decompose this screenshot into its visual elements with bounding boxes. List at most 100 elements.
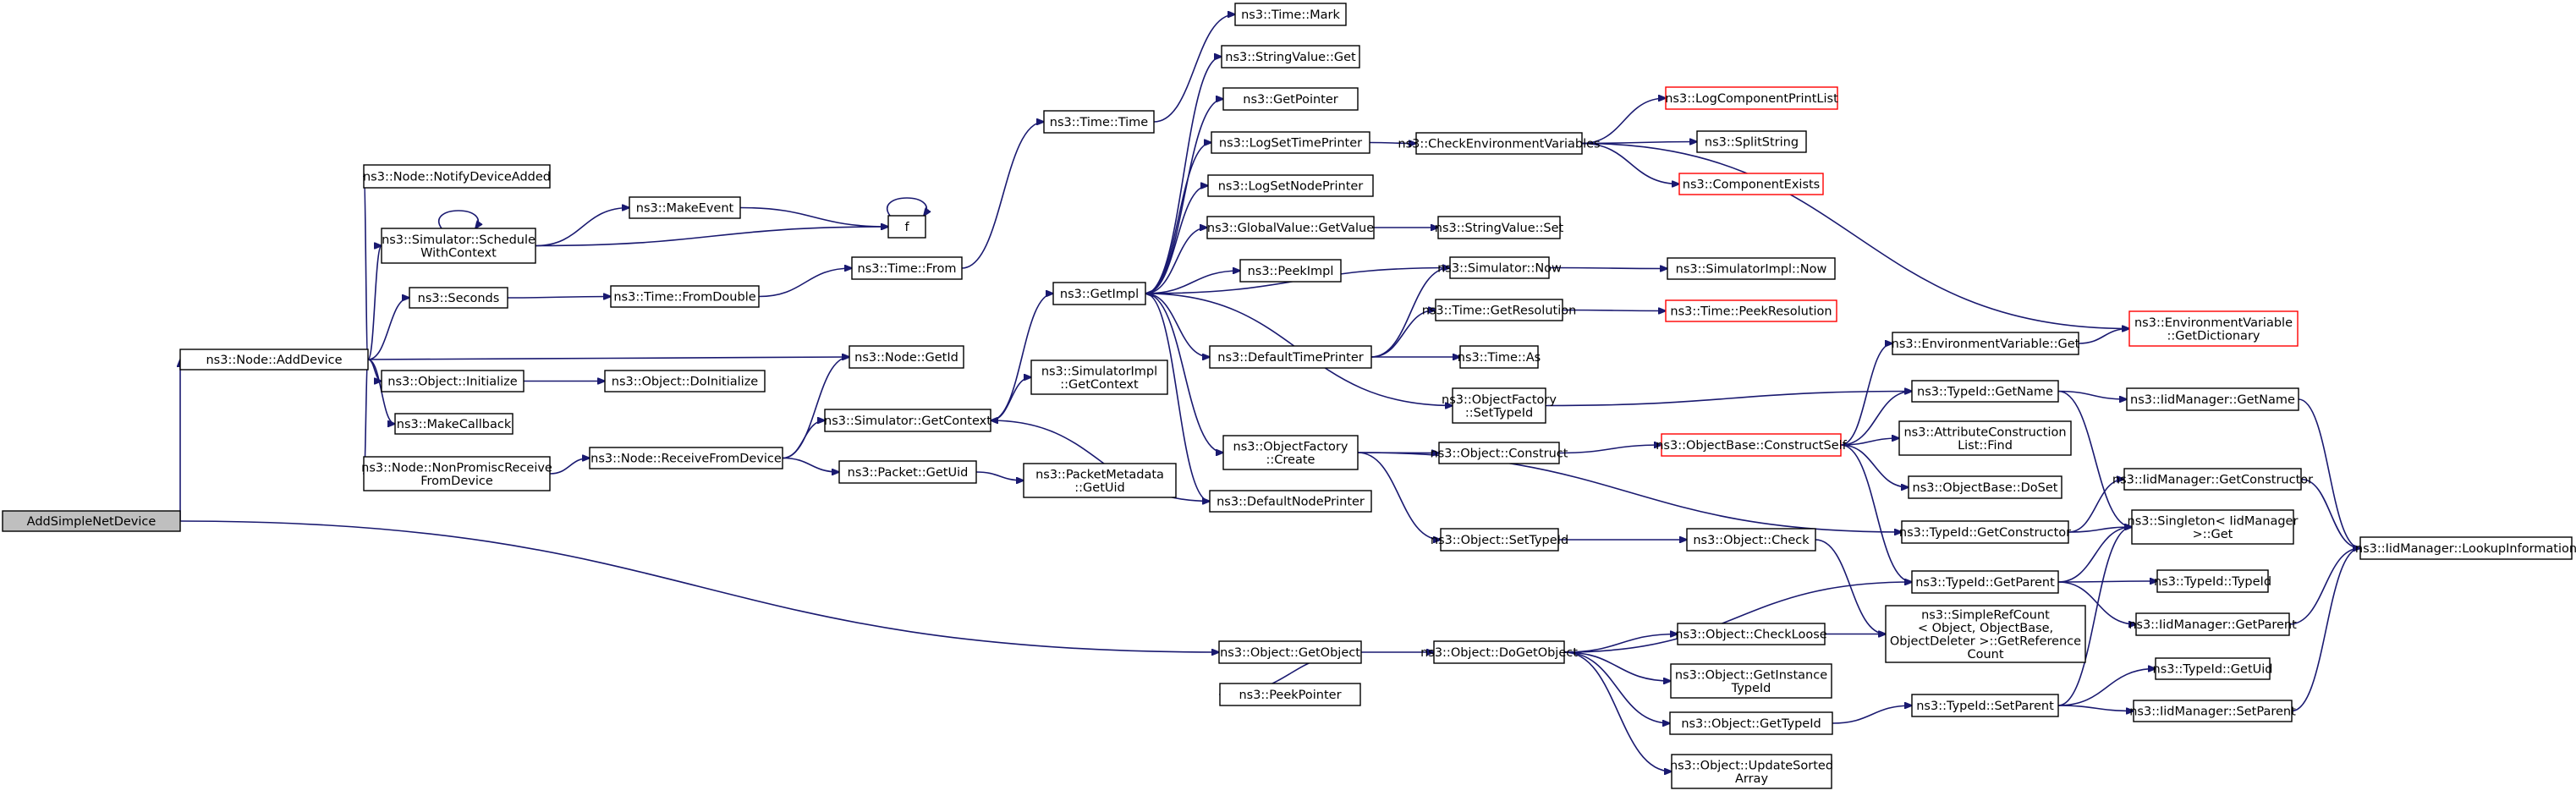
graph-node-defTimePrinter[interactable]: ns3::DefaultTimePrinter — [1209, 345, 1372, 369]
graph-node-peekPointer[interactable]: ns3::PeekPointer — [1219, 683, 1361, 706]
graph-node-objCheck[interactable]: ns3::Object::Check — [1686, 528, 1816, 552]
edge-objDoGetObject-to-objCheckLoose — [1563, 634, 1678, 653]
graph-node-envVarDict[interactable]: ns3::EnvironmentVariable::GetDictionary — [2128, 310, 2299, 347]
graph-node-logSetTime[interactable]: ns3::LogSetTimePrinter — [1211, 131, 1370, 154]
graph-node-defNodePrinter[interactable]: ns3::DefaultNodePrinter — [1209, 490, 1372, 513]
graph-node-timeGetRes[interactable]: ns3::Time::GetResolution — [1422, 299, 1577, 321]
edge-tidGetCtor-to-singletonGet — [2068, 527, 2132, 533]
graph-node-recvFromDev[interactable]: ns3::Node::ReceiveFromDevice — [589, 447, 783, 469]
node-box — [1209, 345, 1372, 369]
graph-node-tidGetParent[interactable]: ns3::TypeId::GetParent — [1911, 570, 2059, 594]
graph-node-timeMark[interactable]: ns3::Time::Mark — [1234, 3, 1347, 26]
graph-node-simGetContext[interactable]: ns3::Simulator::GetContext — [824, 409, 991, 432]
edge-objBaseCS-to-objBaseDoSet — [1840, 444, 1909, 487]
graph-node-seconds[interactable]: ns3::Seconds — [409, 287, 508, 309]
node-label: ns3::LogComponentPrintList — [1665, 92, 1838, 106]
graph-node-objFactSetTid[interactable]: ns3::ObjectFactory::SetTypeId — [1442, 387, 1557, 424]
graph-node-logCompPrint[interactable]: ns3::LogComponentPrintList — [1665, 86, 1838, 110]
node-box — [1043, 110, 1155, 134]
graph-node-objBaseCS[interactable]: ns3::ObjectBase::ConstructSelf — [1656, 433, 1848, 457]
node-label: ns3::Packet::GetUid — [848, 466, 969, 480]
edge-checkEnv-to-logCompPrint — [1581, 98, 1666, 145]
graph-node-iidGetName[interactable]: ns3::IidManager::GetName — [2126, 387, 2299, 411]
graph-node-tidGetUid[interactable]: ns3::TypeId::GetUid — [2153, 657, 2273, 680]
graph-node-iidGetParent[interactable]: ns3::IidManager::GetParent — [2128, 612, 2297, 636]
graph-node-addDevice[interactable]: ns3::Node::AddDevice — [179, 349, 369, 371]
node-box — [2156, 569, 2269, 593]
graph-node-timeAs[interactable]: ns3::Time::As — [1458, 345, 1541, 369]
graph-node-simpleRef[interactable]: ns3::SimpleRefCount< Object, ObjectBase,… — [1885, 605, 2086, 663]
graph-node-timePeekRes[interactable]: ns3::Time::PeekResolution — [1665, 299, 1837, 322]
graph-node-strValGet[interactable]: ns3::StringValue::Get — [1221, 45, 1360, 69]
graph-node-splitString[interactable]: ns3::SplitString — [1696, 130, 1807, 153]
graph-node-pktGetUid[interactable]: ns3::Packet::GetUid — [838, 460, 977, 484]
graph-node-nodeGetId[interactable]: ns3::Node::GetId — [849, 345, 964, 369]
graph-node-gvGetValue[interactable]: ns3::GlobalValue::GetValue — [1206, 216, 1375, 239]
edge-objCheck-to-simpleRef — [1815, 539, 1886, 634]
edge-root-to-objGetObject — [179, 520, 1219, 652]
graph-node-objDoGetObject[interactable]: ns3::Object::DoGetObject — [1420, 640, 1578, 664]
graph-node-timeFromDouble[interactable]: ns3::Time::FromDouble — [610, 285, 760, 308]
graph-node-objSetTid[interactable]: ns3::Object::SetTypeId — [1431, 528, 1568, 552]
edge-checkEnv-to-envVarDict — [1581, 142, 2129, 329]
graph-node-objGetTid[interactable]: ns3::Object::GetTypeId — [1669, 711, 1833, 735]
graph-node-makeEvent[interactable]: ns3::MakeEvent — [629, 196, 741, 219]
graph-node-simImplNow[interactable]: ns3::SimulatorImpl::Now — [1667, 257, 1836, 280]
edge-objConstruct-to-objBaseCS — [1558, 445, 1661, 454]
graph-node-root[interactable]: AddSimpleNetDevice — [2, 510, 181, 532]
graph-node-timeTime[interactable]: ns3::Time::Time — [1043, 110, 1155, 134]
node-label: ns3::Simulator::Now — [1437, 262, 1562, 276]
graph-node-tidTypeId[interactable]: ns3::TypeId::TypeId — [2154, 569, 2271, 593]
node-box — [2, 510, 181, 532]
edge-recvFromDev-to-nodeGetId — [782, 357, 849, 459]
node-box — [1908, 475, 2062, 499]
graph-node-getImpl[interactable]: ns3::GetImpl — [1052, 282, 1146, 305]
graph-node-compExists[interactable]: ns3::ComponentExists — [1678, 173, 1824, 195]
graph-node-pktMetaUid[interactable]: ns3::PacketMetadata::GetUid — [1023, 463, 1177, 498]
graph-node-simNow[interactable]: ns3::Simulator::Now — [1437, 256, 1562, 279]
edge-tidGetParent-to-tidTypeId — [2057, 581, 2157, 582]
graph-node-objCheckLoose[interactable]: ns3::Object::CheckLoose — [1675, 623, 1827, 645]
graph-node-iidSetParent[interactable]: ns3::IidManager::SetParent — [2129, 700, 2296, 722]
graph-node-iidLookup[interactable]: ns3::IidManager::LookupInformation — [2355, 536, 2576, 560]
graph-node-iidGetCtor[interactable]: ns3::IidManager::GetConstructor — [2112, 468, 2313, 491]
graph-node-getPointer[interactable]: ns3::GetPointer — [1222, 87, 1359, 111]
edge-tidGetCtor-to-iidGetCtor — [2068, 480, 2124, 533]
edge-timeTime-to-timeMark — [1153, 14, 1235, 123]
graph-node-objConstruct[interactable]: ns3::Object::Construct — [1431, 442, 1568, 464]
graph-node-logSetNode[interactable]: ns3::LogSetNodePrinter — [1207, 174, 1374, 197]
graph-node-singletonGet[interactable]: ns3::Singleton< IidManager >::Get — [2128, 509, 2299, 545]
node-box — [1671, 754, 1832, 789]
graph-node-objFactCreate[interactable]: ns3::ObjectFactory::Create — [1222, 435, 1359, 470]
node-label: ns3::Object::UpdateSorted — [1670, 759, 1833, 772]
graph-node-objInit[interactable]: ns3::Object::Initialize — [381, 370, 525, 393]
graph-node-objBaseDoSet[interactable]: ns3::ObjectBase::DoSet — [1908, 475, 2062, 499]
graph-node-f[interactable]: f — [887, 215, 926, 239]
graph-node-notify[interactable]: ns3::Node::NotifyDeviceAdded — [363, 164, 551, 189]
node-label: ns3::CheckEnvironmentVariables — [1398, 138, 1600, 151]
node-box — [1234, 3, 1347, 26]
graph-node-tidGetName[interactable]: ns3::TypeId::GetName — [1911, 380, 2059, 403]
graph-node-objGetObject[interactable]: ns3::Object::GetObject — [1218, 640, 1362, 664]
graph-node-strValSet[interactable]: ns3::StringValue::Set — [1435, 216, 1564, 239]
graph-node-peekImpl[interactable]: ns3::PeekImpl — [1239, 259, 1342, 283]
graph-node-doInit[interactable]: ns3::Object::DoInitialize — [604, 370, 766, 393]
node-label: ns3::Seconds — [418, 292, 500, 305]
graph-node-tidSetParent[interactable]: ns3::TypeId::SetParent — [1911, 694, 2059, 717]
graph-node-timeFrom[interactable]: ns3::Time::From — [851, 256, 963, 280]
graph-node-checkEnv[interactable]: ns3::CheckEnvironmentVariables — [1398, 132, 1601, 155]
graph-node-tidGetCtor[interactable]: ns3::TypeId::GetConstructor — [1899, 520, 2071, 544]
node-box — [1052, 282, 1146, 305]
graph-node-makeCb[interactable]: ns3::MakeCallback — [394, 413, 514, 435]
node-label: ns3::Object::DoGetObject — [1420, 646, 1578, 660]
node-label: ns3::LogSetNodePrinter — [1218, 180, 1364, 194]
node-box — [1433, 640, 1565, 664]
graph-node-envVarGet[interactable]: ns3::EnvironmentVariable::Get — [1892, 332, 2080, 355]
graph-node-simImplGetCtx[interactable]: ns3::SimulatorImpl::GetContext — [1030, 360, 1168, 395]
node-box — [381, 228, 536, 264]
